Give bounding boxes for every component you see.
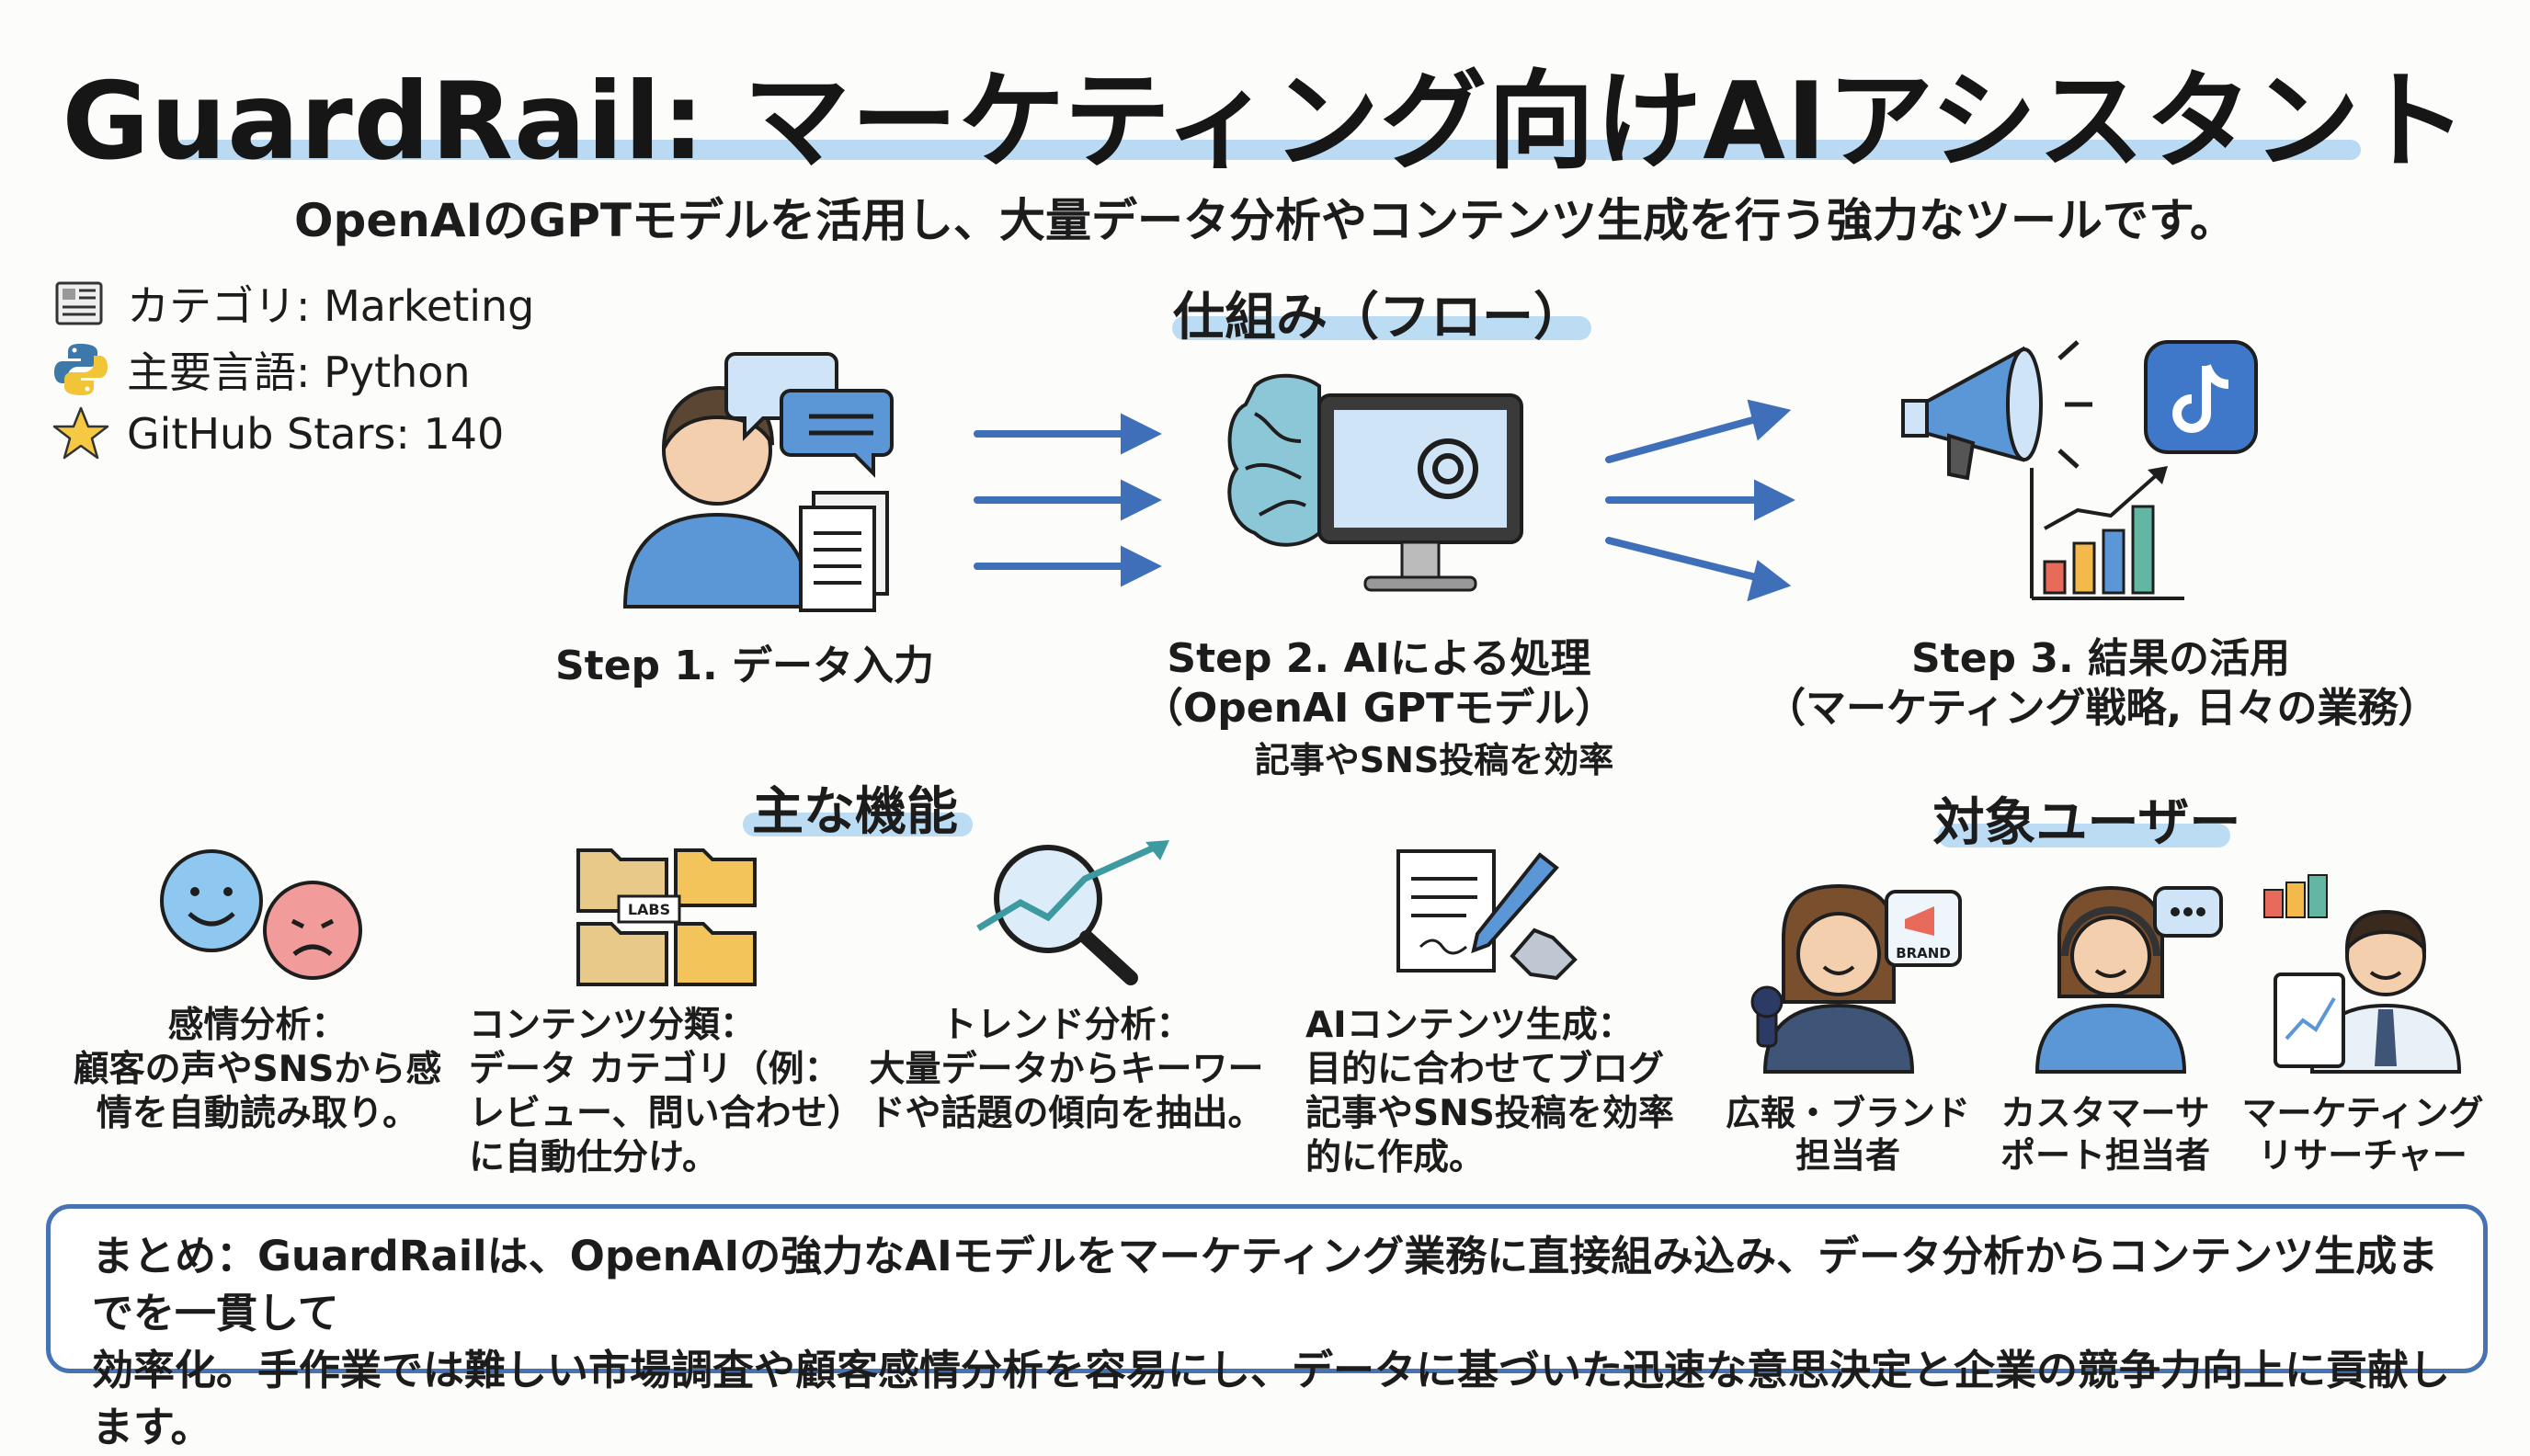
meta-language-text: 主要言語: Python xyxy=(127,347,471,397)
title-underline xyxy=(173,140,2361,160)
trend-magnifier-icon xyxy=(976,840,1169,985)
brain-computer-icon xyxy=(1227,373,1523,592)
summary-line-1: まとめ：GuardRailは、OpenAIの強力なAIモデルをマーケティング業務… xyxy=(92,1232,2439,1337)
megaphone-icon xyxy=(1901,340,2092,481)
feature-label-trend: トレンド分析： 大量データからキーワー ドや話題の傾向を抽出。 xyxy=(869,1005,1264,1134)
meta-category-text: カテゴリ: Marketing xyxy=(127,281,535,331)
step-2-overlap-text: 記事やSNS投稿を効率 xyxy=(1254,740,1614,780)
summary-line-2: 効率化。手作業では難しい市場調査や顧客感情分析を容易にし、データに基づいた迅速な… xyxy=(92,1346,2451,1451)
chat-bubbles-icon xyxy=(724,352,894,478)
step-3-label-line-1: Step 3. 結果の活用 xyxy=(1910,635,2291,682)
meta-stars: GitHub Stars: 140 xyxy=(51,404,504,463)
page-subtitle: OpenAIのGPTモデルを活用し、大量データ分析やコンテンツ生成を行う強力なツ… xyxy=(294,194,2236,247)
flow-heading-highlight xyxy=(1172,316,1591,340)
newspaper-icon xyxy=(55,281,103,325)
meta-category: カテゴリ: Marketing xyxy=(51,274,534,333)
users-heading-highlight xyxy=(1938,824,2230,847)
support-person-icon xyxy=(2034,885,2223,1074)
flow-heading: 仕組み（フロー） xyxy=(1173,288,1585,347)
researcher-person-icon xyxy=(2263,874,2462,1074)
step-1-label: Step 1. データ入力 xyxy=(554,643,935,689)
labs-tag: LABS xyxy=(628,901,670,918)
python-icon xyxy=(54,344,108,395)
meta-language: 主要言語: Python xyxy=(51,340,471,399)
flow-arrows-2 xyxy=(1605,399,1795,602)
step-3-label-line-2: （マーケティング戦略, 日々の業務） xyxy=(1765,685,2439,732)
features-heading: 主な機能 xyxy=(752,782,958,842)
flow-arrows-1 xyxy=(974,413,1162,587)
pr-person-icon: BRAND xyxy=(1750,883,1962,1074)
page-title: GuardRail: マーケティング向けAIアシスタント xyxy=(62,60,2468,184)
feature-label-generation: AIコンテンツ生成： 目的に合わせてブログ 記事やSNS投稿を効率 的に作成。 xyxy=(1305,1005,1674,1178)
step-2-label-line-1: Step 2. AIによる処理 xyxy=(1167,635,1591,682)
bar-chart-icon xyxy=(2030,466,2184,600)
brand-tag: BRAND xyxy=(1896,945,1951,961)
person-icon xyxy=(622,385,812,609)
tiktok-icon xyxy=(2144,340,2258,454)
user-label-pr: 広報・ブランド 担当者 xyxy=(1725,1093,1970,1176)
features-heading-highlight xyxy=(743,813,973,836)
star-icon xyxy=(52,406,109,460)
step-2-label-line-2: （OpenAI GPTモデル） xyxy=(1142,685,1616,732)
ai-writing-icon xyxy=(1396,849,1578,981)
folders-icon: LABS xyxy=(576,848,757,986)
summary-box xyxy=(46,1204,2488,1373)
meta-stars-text: GitHub Stars: 140 xyxy=(127,409,505,459)
users-heading: 対象ユーザー xyxy=(1932,793,2241,853)
feature-label-classification: コンテンツ分類： データ カテゴリ（例： レビュー、問い合わせ） に自動仕分け。 xyxy=(469,1005,863,1178)
user-label-researcher: マーケティング リサーチャー xyxy=(2241,1093,2484,1176)
emotion-faces-icon xyxy=(160,849,362,980)
document-icon xyxy=(799,491,889,612)
summary-text: まとめ：GuardRailは、OpenAIの強力なAIモデルをマーケティング業務… xyxy=(92,1228,2464,1456)
user-label-support: カスタマーサ ポート担当者 xyxy=(2000,1093,2210,1176)
feature-label-sentiment: 感情分析： 顧客の声やSNSから感 情を自動読み取り。 xyxy=(73,1005,442,1134)
